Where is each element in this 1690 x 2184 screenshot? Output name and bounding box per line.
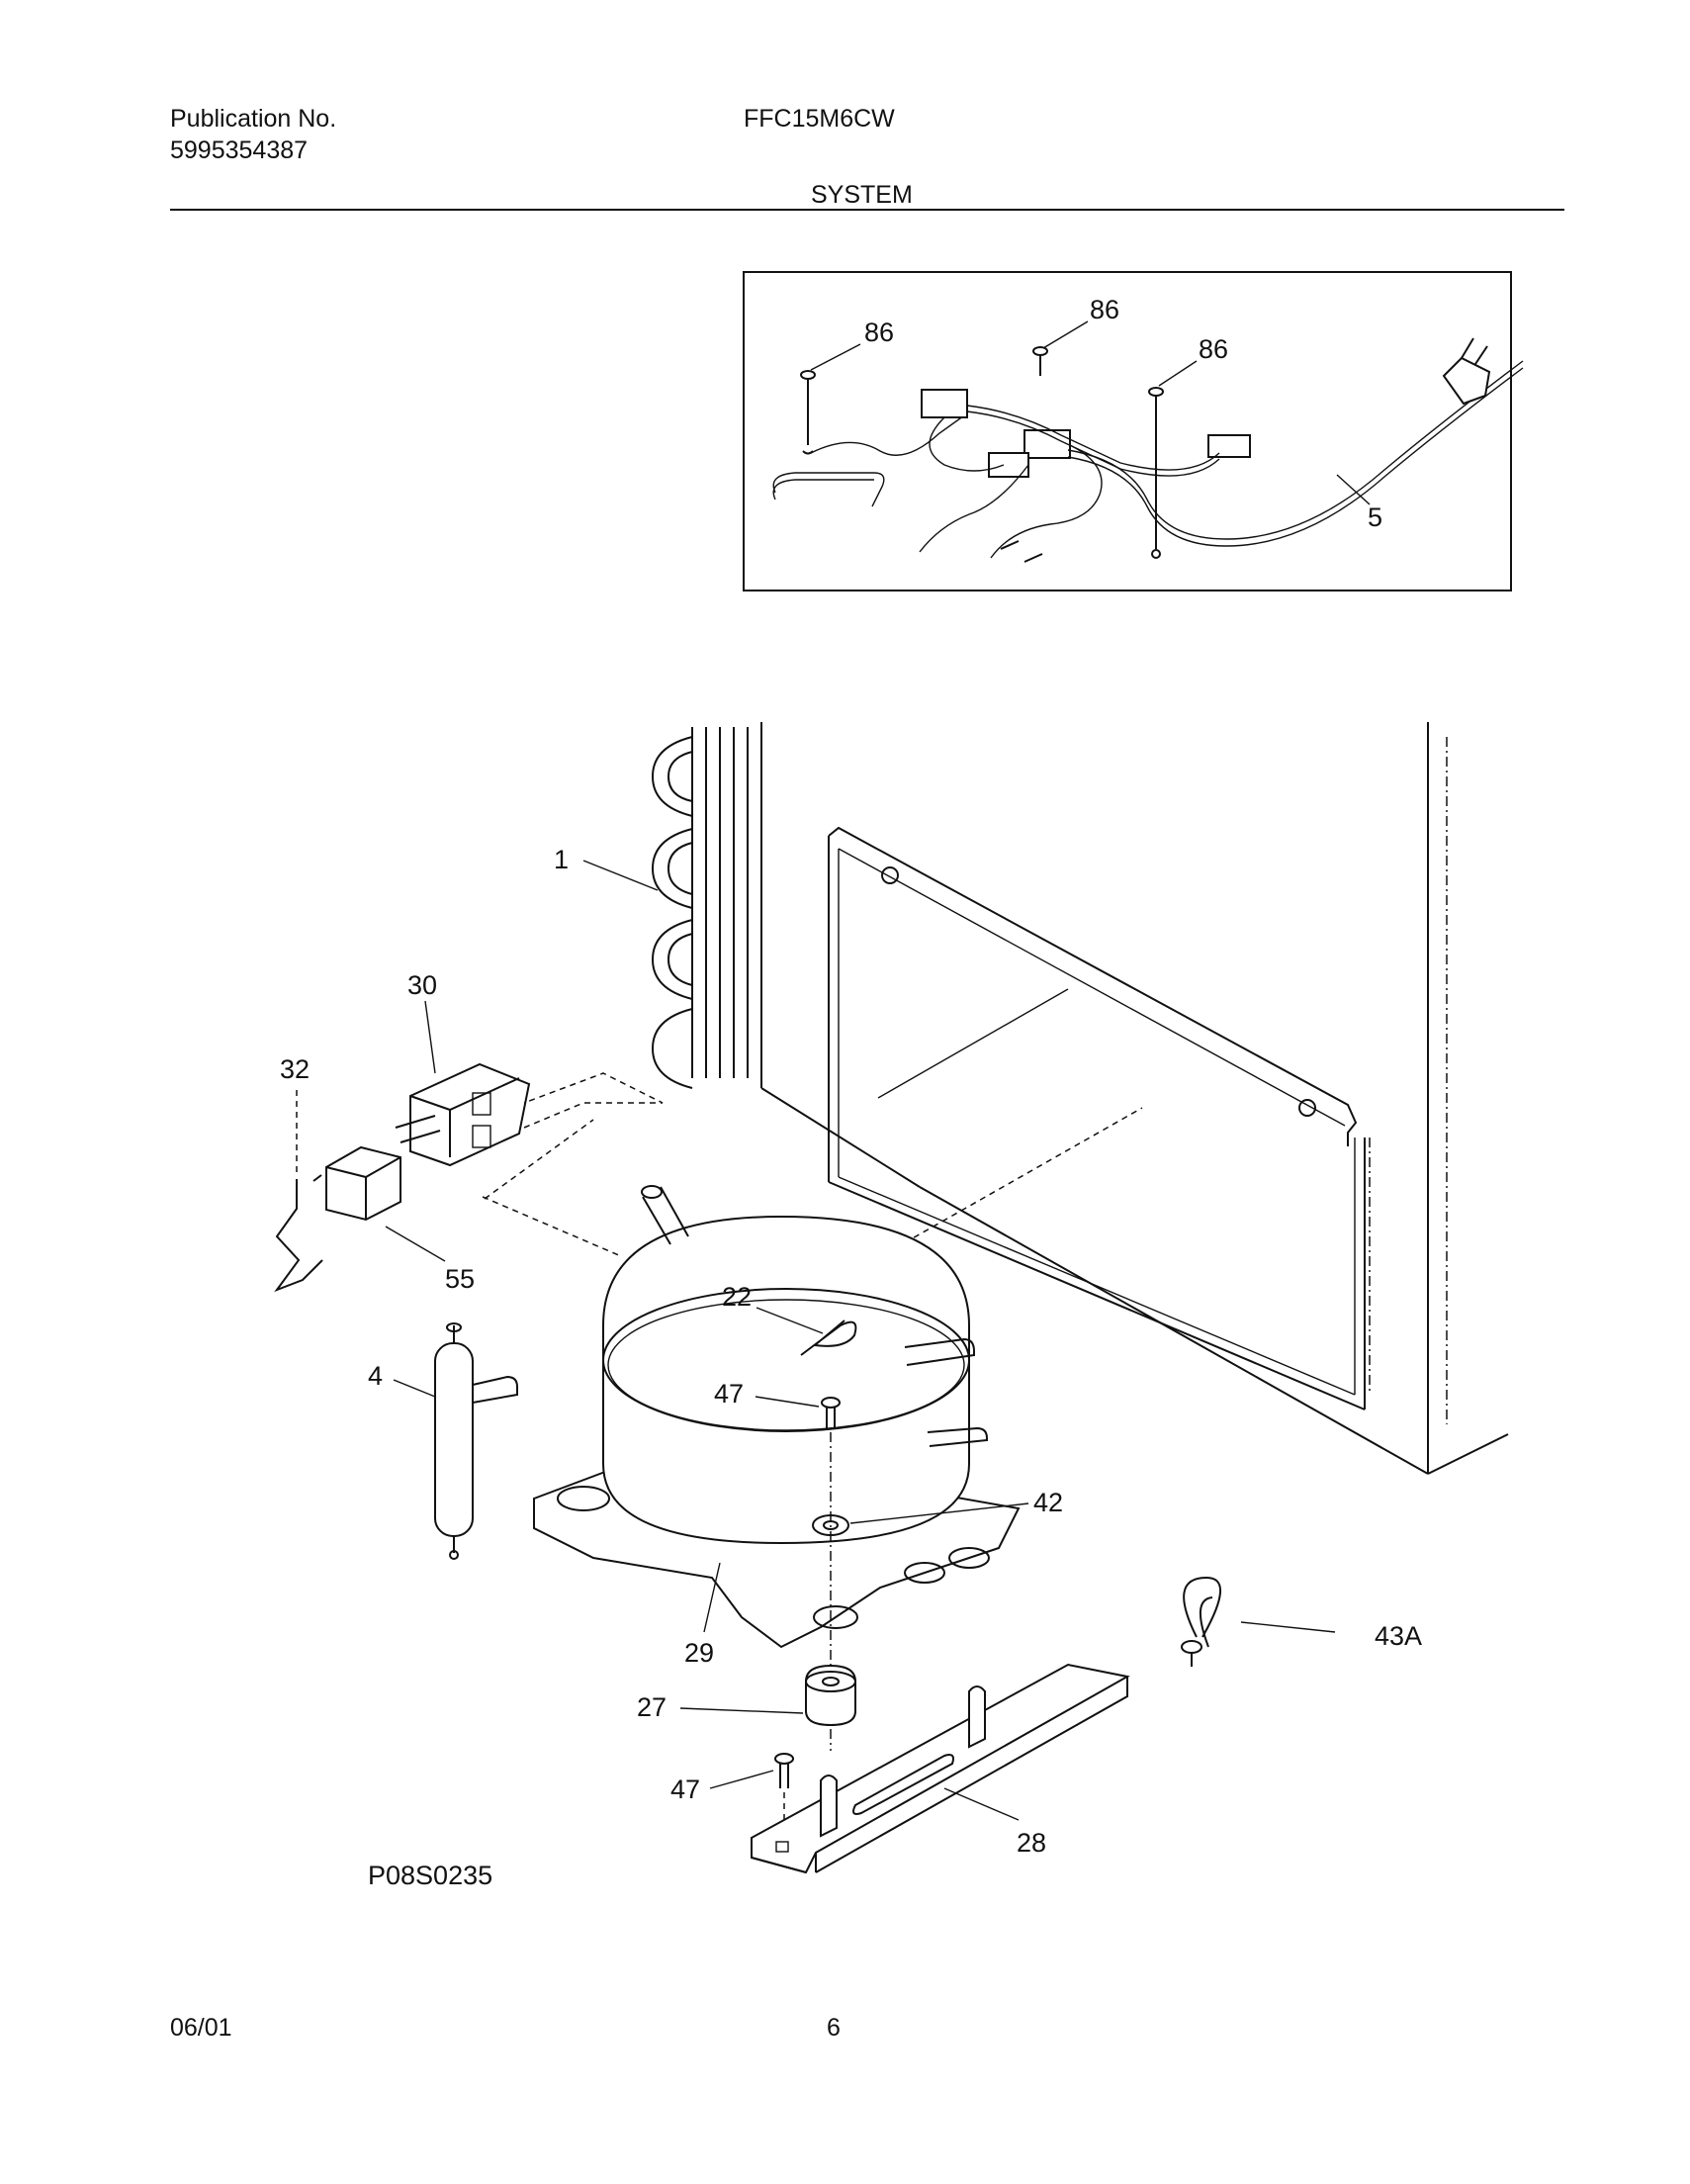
screw-86-middle	[1032, 346, 1048, 376]
callout-4: 4	[368, 1361, 383, 1391]
cabinet-outline	[760, 722, 1509, 1475]
screw-86-left	[800, 370, 816, 455]
wire-part-32: 32	[274, 1054, 323, 1293]
condenser-coil: 1	[554, 727, 749, 1089]
callout-29: 29	[684, 1638, 714, 1668]
callout-27: 27	[637, 1692, 667, 1722]
callout-42: 42	[1033, 1488, 1063, 1517]
callout-28: 28	[1017, 1828, 1046, 1858]
callout-32: 32	[280, 1054, 310, 1084]
bracket-part-28: 28	[751, 1663, 1130, 1874]
clip-part-22: 22	[722, 1282, 857, 1356]
callout-86-right: 86	[1199, 334, 1228, 364]
callout-47-upper: 47	[714, 1379, 744, 1409]
clamp-part-43a: 43A	[1181, 1576, 1422, 1667]
wiring-harness-inset: 86 86 86 5	[743, 271, 1524, 592]
compressor-part-29: 42 29	[533, 1185, 1063, 1668]
diagram-code: P08S0235	[368, 1861, 493, 1890]
dryer-part-4: 4	[368, 1322, 518, 1560]
relay-part-30: 30	[395, 970, 664, 1167]
callout-86-left: 86	[864, 318, 894, 347]
overload-part-55: 55	[312, 1145, 475, 1294]
callout-86-middle: 86	[1090, 295, 1119, 324]
callout-43a: 43A	[1375, 1621, 1422, 1651]
callout-1: 1	[554, 845, 569, 874]
header-rule	[170, 209, 1564, 211]
page-number: 6	[827, 2014, 841, 2042]
publication-number: 5995354387	[170, 136, 309, 164]
publication-label: Publication No.	[170, 105, 337, 133]
model-number: FFC15M6CW	[744, 105, 895, 133]
callout-30: 30	[407, 970, 437, 1000]
callout-5: 5	[1368, 502, 1382, 532]
footer-date: 06/01	[170, 2014, 232, 2042]
callout-47-lower: 47	[670, 1774, 700, 1804]
section-title: SYSTEM	[811, 181, 913, 209]
screw-86-right	[1148, 387, 1164, 559]
grommet-part-27: 27	[637, 1664, 856, 1727]
callout-22: 22	[722, 1282, 752, 1312]
callout-55: 55	[445, 1264, 475, 1294]
